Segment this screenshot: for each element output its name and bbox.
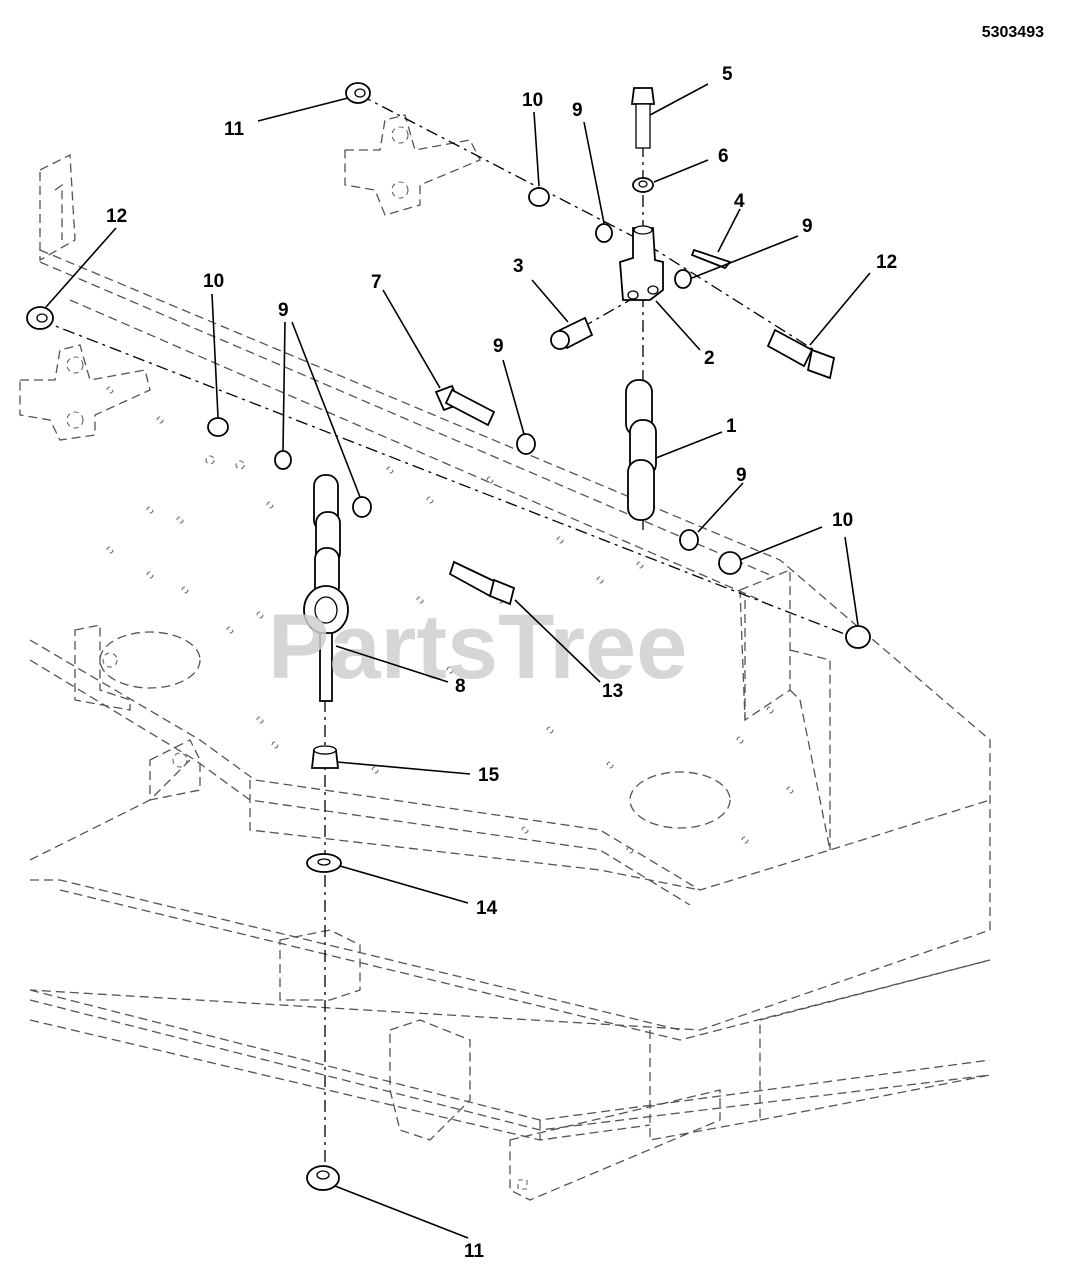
nut-part-10-left [207, 417, 229, 437]
nut-part-10-upper [528, 187, 550, 207]
callout-9-upper: 9 [572, 100, 583, 121]
bolt-part-7 [434, 384, 496, 427]
chain-part-1 [625, 379, 657, 521]
washer-part-9-left-b [352, 496, 372, 518]
callout-13: 14 [476, 898, 498, 919]
washer-part-9-upper [595, 223, 613, 243]
callout-5: 5 [722, 64, 733, 85]
watermark: PartsTree [268, 596, 687, 698]
washer-part-9-mid [516, 433, 536, 455]
callout-10-right: 10 [832, 510, 853, 531]
callout-2: 2 [704, 348, 715, 369]
flange-nut-part-11-upper [345, 82, 371, 104]
callout-11-upper: 11 [224, 119, 245, 140]
washer-part-9-upper-right [674, 269, 692, 289]
callout-10-left: 10 [203, 271, 224, 292]
callout-12-upper: 12 [876, 252, 897, 273]
clevis-pin-part-3 [550, 316, 594, 350]
nut-part-10-right [718, 551, 742, 575]
callout-14: 15 [478, 765, 500, 786]
nut-part-6 [632, 177, 654, 193]
callout-10-upper: 10 [522, 90, 543, 111]
callout-11-left: 12 [106, 206, 127, 227]
callout-15: 11 [464, 1241, 485, 1262]
callout-9-left: 9 [278, 300, 289, 321]
callout-labels: 11 10 9 5 6 4 9 12 3 2 7 9 1 9 10 12 10 … [106, 64, 897, 1262]
nut-part-14 [310, 745, 340, 769]
flange-nut-part-10-far-right [845, 625, 871, 649]
flange-nut-part-11-left [26, 306, 54, 330]
callout-3: 3 [513, 256, 524, 277]
washer-part-9-right [679, 529, 699, 551]
washer-part-13 [306, 853, 342, 873]
chain-eyebolt-part-8 [303, 474, 349, 702]
callout-9-upper-right: 9 [802, 216, 813, 237]
flange-nut-part-15 [306, 1165, 340, 1191]
callout-4: 4 [734, 191, 745, 212]
cotter-pin-part-4 [690, 248, 732, 270]
clevis-part-2 [619, 225, 664, 301]
callout-8: 8 [455, 676, 466, 697]
bolt-part-12-lower [448, 560, 516, 606]
mower-deck-outline [19, 114, 991, 1201]
callout-9-mid: 9 [493, 336, 504, 357]
callout-12-lower: 13 [602, 681, 623, 702]
callout-6: 6 [718, 146, 729, 167]
document-number: 5303493 [981, 24, 1044, 41]
callout-1: 1 [726, 416, 737, 437]
bolt-part-5 [630, 87, 656, 149]
leader-lines [45, 83, 871, 1239]
washer-part-9-left-a [274, 450, 292, 470]
callout-7: 7 [371, 272, 382, 293]
callout-9-right: 9 [736, 465, 747, 486]
bolt-part-12-upper [766, 328, 836, 380]
